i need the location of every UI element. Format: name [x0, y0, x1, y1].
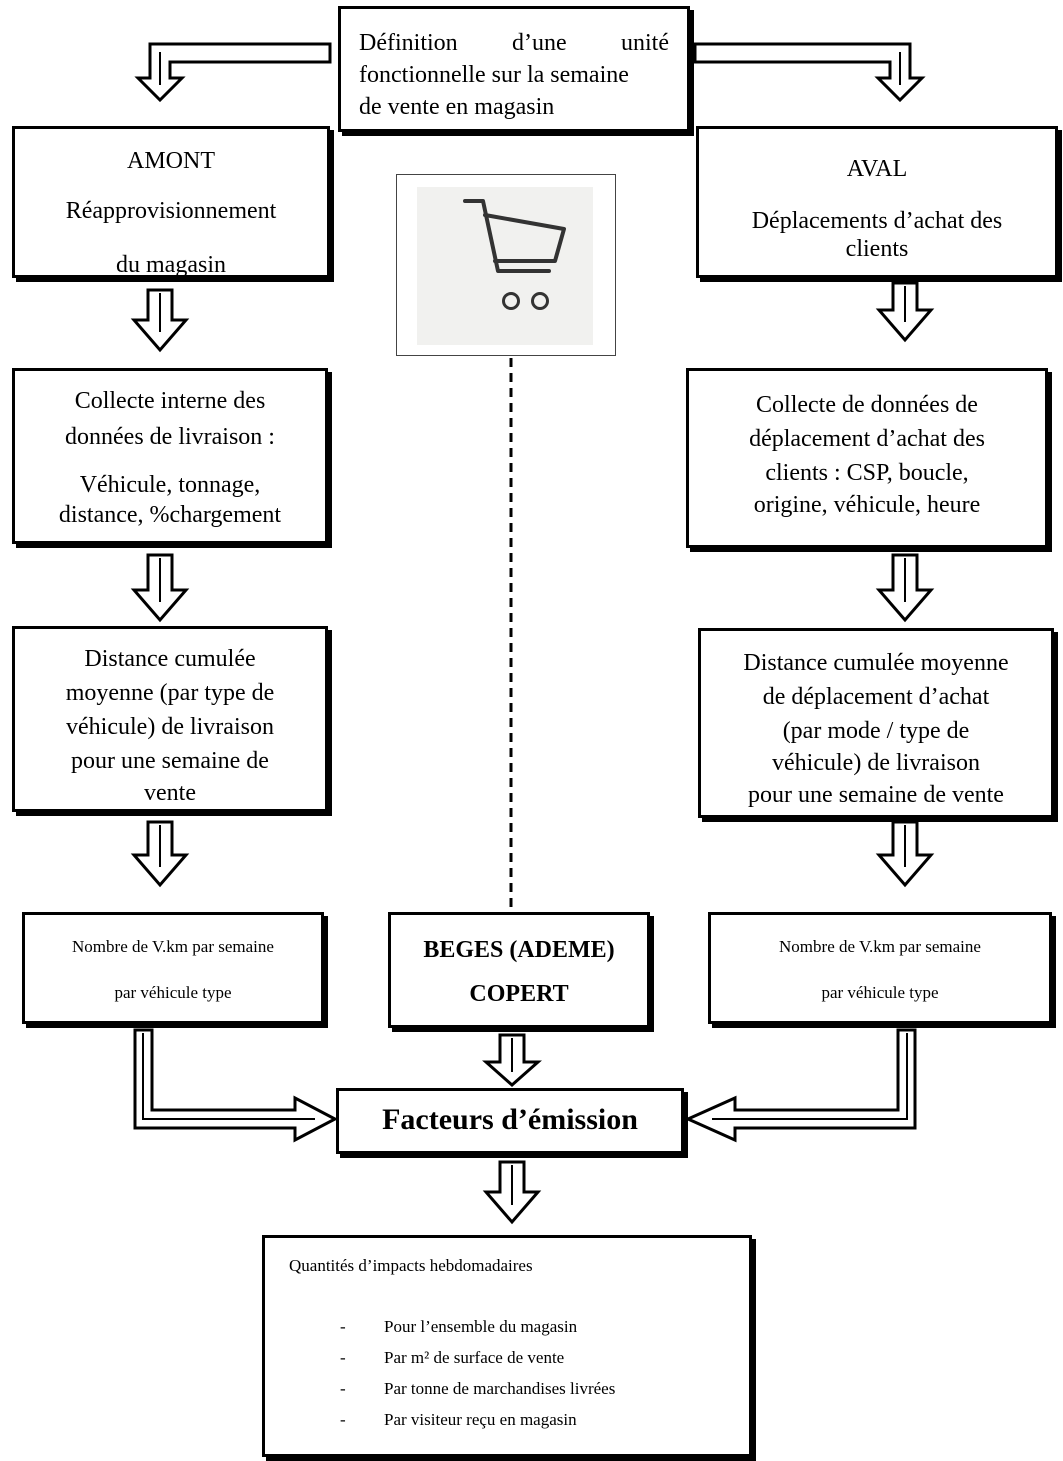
impacts-list: Pour l’ensemble du magasin Par m² de sur…: [340, 1311, 615, 1435]
aval-title: AVAL: [846, 156, 908, 182]
aval-distance-line5: pour une semaine de vente: [748, 782, 1004, 808]
definition-box: Définition d’une unité fonctionnelle sur…: [338, 6, 690, 132]
aval-distance-line1: Distance cumulée moyenne: [743, 650, 1009, 676]
amont-distance-line1: Distance cumulée: [84, 646, 256, 672]
arrow-definition-to-aval: [693, 42, 926, 103]
beges-line1: BEGES (ADEME): [423, 937, 615, 963]
amont-collecte-box: Collecte interne des données de livraiso…: [12, 368, 328, 544]
aval-collecte-line3: clients : CSP, boucle,: [765, 460, 969, 486]
amont-vkm-line1: Nombre de V.km par semaine: [72, 937, 274, 956]
aval-collecte-line4: origine, véhicule, heure: [753, 492, 981, 518]
amont-distance-line5: vente: [144, 780, 196, 806]
facteurs-label: Facteurs d’émission: [382, 1103, 638, 1136]
definition-line1: Définition d’une unité: [359, 30, 669, 56]
amont-collecte-line3: Véhicule, tonnage,: [79, 472, 261, 498]
amont-distance-line2: moyenne (par type de: [65, 680, 275, 706]
impacts-box: Quantités d’impacts hebdomadaires Pour l…: [262, 1235, 752, 1457]
cart-image-background: [417, 187, 593, 345]
impacts-item: Par visiteur reçu en magasin: [340, 1404, 615, 1435]
aval-distance-box: Distance cumulée moyenne de déplacement …: [698, 628, 1054, 818]
aval-line1: Déplacements d’achat des: [751, 208, 1003, 234]
beges-line2: COPERT: [469, 981, 569, 1007]
impacts-title: Quantités d’impacts hebdomadaires: [289, 1256, 533, 1275]
arrow-vkm-left-to-facteurs: [133, 1028, 339, 1143]
impacts-item: Par tonne de marchandises livrées: [340, 1373, 615, 1404]
amont-vkm-box: Nombre de V.km par semaine par véhicule …: [22, 912, 324, 1024]
amont-collecte-line4: distance, %chargement: [58, 502, 282, 528]
aval-vkm-line2: par véhicule type: [821, 983, 939, 1002]
amont-box: AMONT Réapprovisionnement du magasin: [12, 126, 330, 278]
arrow-vkm-right-to-facteurs: [684, 1028, 917, 1143]
amont-distance-line4: pour une semaine de: [71, 748, 269, 774]
beges-box: BEGES (ADEME) COPERT: [388, 912, 650, 1028]
amont-collecte-line2: données de livraison :: [65, 424, 275, 450]
definition-line3: de vente en magasin: [359, 94, 555, 120]
impacts-item: Pour l’ensemble du magasin: [340, 1311, 615, 1342]
impacts-item: Par m² de surface de vente: [340, 1342, 615, 1373]
amont-title: AMONT: [127, 148, 215, 174]
aval-collecte-line1: Collecte de données de: [756, 392, 978, 418]
arrow-definition-to-amont: [134, 42, 332, 103]
amont-line2: du magasin: [116, 252, 226, 278]
aval-line2: clients: [845, 236, 909, 262]
amont-collecte-line1: Collecte interne des: [74, 388, 266, 414]
amont-distance-line3: véhicule) de livraison: [66, 714, 274, 740]
amont-line1: Réapprovisionnement: [65, 198, 277, 224]
aval-distance-line2: de déplacement d’achat: [762, 684, 990, 710]
aval-distance-line3: (par mode / type de: [782, 718, 970, 744]
aval-box: AVAL Déplacements d’achat des clients: [696, 126, 1058, 278]
cart-image-box: [396, 174, 616, 356]
aval-distance-line4: véhicule) de livraison: [772, 750, 980, 776]
aval-collecte-box: Collecte de données de déplacement d’ach…: [686, 368, 1048, 548]
amont-distance-box: Distance cumulée moyenne (par type de vé…: [12, 626, 328, 812]
facteurs-box: Facteurs d’émission: [336, 1088, 684, 1154]
aval-vkm-box: Nombre de V.km par semaine par véhicule …: [708, 912, 1052, 1024]
aval-vkm-line1: Nombre de V.km par semaine: [779, 937, 981, 956]
amont-vkm-line2: par véhicule type: [114, 983, 232, 1002]
shopping-cart-icon: [463, 199, 566, 310]
aval-collecte-line2: déplacement d’achat des: [749, 426, 985, 452]
definition-line2: fonctionnelle sur la semaine: [359, 62, 629, 88]
